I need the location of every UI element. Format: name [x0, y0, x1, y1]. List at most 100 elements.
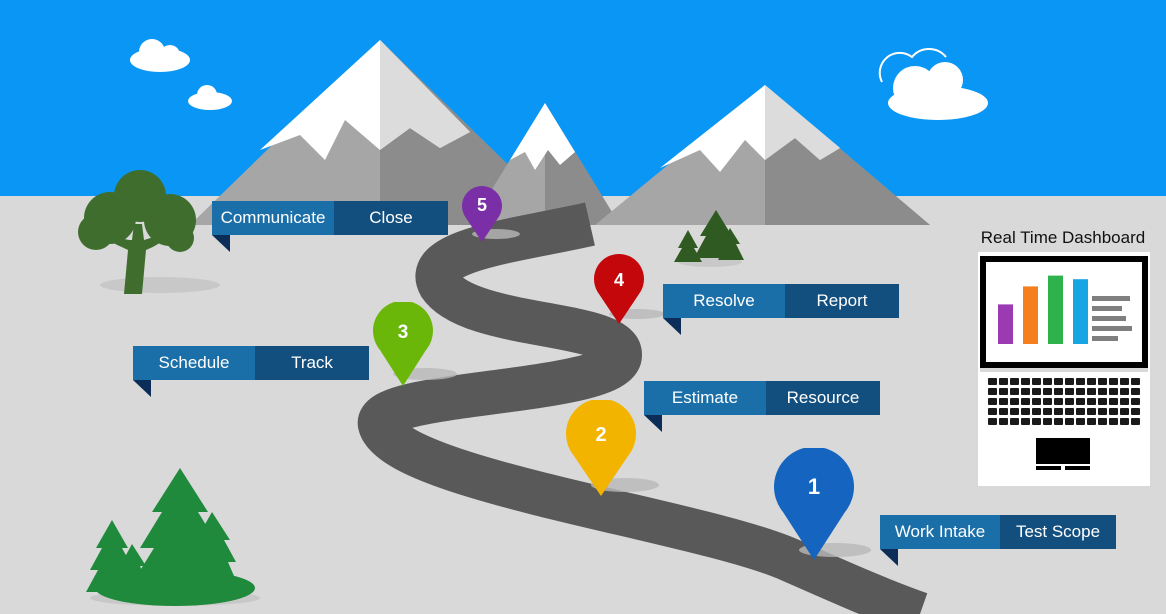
stage-3-left-label: Schedule — [133, 346, 255, 380]
keyboard-key — [1076, 418, 1085, 425]
keyboard-key — [1087, 418, 1096, 425]
stage-5-pin[interactable]: 5 — [461, 186, 503, 244]
dashboard-bar — [998, 304, 1013, 344]
map-pin-icon — [774, 448, 854, 560]
keyboard-key — [1021, 408, 1030, 415]
mountain-icon — [470, 103, 620, 225]
keyboard-key — [988, 378, 997, 385]
keyboard-key — [999, 388, 1008, 395]
keyboard-key — [1109, 388, 1118, 395]
keyboard-key — [999, 398, 1008, 405]
dashboard-title: Real Time Dashboard — [980, 228, 1146, 247]
keyboard-key — [1076, 408, 1085, 415]
keyboard-key — [1054, 418, 1063, 425]
dashboard-bar — [1048, 275, 1063, 344]
stage-1-number: 1 — [807, 474, 821, 499]
keyboard-key — [1131, 388, 1140, 395]
keyboard-key — [1120, 418, 1129, 425]
keyboard-key — [1087, 408, 1096, 415]
map-pin-icon — [373, 302, 433, 386]
stage-5-right-label: Close — [334, 201, 448, 235]
stage-1-pin[interactable]: 1 — [773, 448, 855, 562]
keyboard-key — [1087, 398, 1096, 405]
keyboard-key — [1065, 418, 1074, 425]
cloud-icon — [878, 47, 988, 120]
keyboard-key — [1032, 398, 1041, 405]
keyboard-key — [1076, 378, 1085, 385]
stage-1-banner: Work Intake Test Scope — [880, 515, 1116, 566]
banner-fold — [133, 380, 151, 397]
stage-2-number: 2 — [595, 424, 607, 446]
keyboard-key — [1032, 408, 1041, 415]
keyboard-key — [1010, 378, 1019, 385]
laptop-chart-icon — [980, 256, 1148, 470]
stage-4-pin[interactable]: 4 — [593, 254, 645, 326]
dashboard-bar — [1023, 286, 1038, 344]
keyboard-key — [1043, 418, 1052, 425]
keyboard-key — [1065, 408, 1074, 415]
keyboard-key — [1032, 378, 1041, 385]
stage-1-left-label: Work Intake — [880, 515, 1000, 549]
tree-icon — [78, 170, 220, 294]
keyboard-key — [1087, 388, 1096, 395]
keyboard-key — [1054, 398, 1063, 405]
keyboard-key — [1098, 378, 1107, 385]
keyboard-key — [1054, 408, 1063, 415]
keyboard-key — [988, 408, 997, 415]
banner-fold — [880, 549, 898, 566]
keyboard-key — [1131, 418, 1140, 425]
stage-3-banner: Schedule Track — [133, 346, 369, 397]
keyboard-key — [988, 418, 997, 425]
stage-2-left-label: Estimate — [644, 381, 766, 415]
banner-fold — [644, 415, 662, 432]
winding-road — [358, 202, 928, 614]
keyboard-key — [1131, 398, 1140, 405]
cloud-icon — [130, 39, 190, 72]
stage-2-banner: Estimate Resource — [644, 381, 880, 432]
keyboard-key — [1032, 388, 1041, 395]
stage-4-number: 4 — [613, 270, 624, 290]
keyboard-key — [1043, 378, 1052, 385]
keyboard-key — [1098, 408, 1107, 415]
keyboard-key — [1109, 378, 1118, 385]
stage-3-right-label: Track — [255, 346, 369, 380]
keyboard-key — [1098, 398, 1107, 405]
pine-forest-icon — [86, 468, 260, 606]
stage-2-pin[interactable]: 2 — [565, 400, 637, 498]
keyboard-key — [1054, 378, 1063, 385]
laptop-dashboard[interactable] — [978, 252, 1150, 486]
stage-4-right-label: Report — [785, 284, 899, 318]
stage-3-pin[interactable]: 3 — [372, 302, 434, 388]
keyboard-key — [1076, 388, 1085, 395]
banner-fold — [663, 318, 681, 335]
keyboard-key — [1098, 418, 1107, 425]
keyboard-key — [1109, 398, 1118, 405]
keyboard-key — [1120, 388, 1129, 395]
keyboard-key — [1131, 378, 1140, 385]
keyboard-key — [1010, 418, 1019, 425]
keyboard-key — [988, 388, 997, 395]
keyboard-key — [988, 398, 997, 405]
stage-2-right-label: Resource — [766, 381, 880, 415]
keyboard-key — [1120, 398, 1129, 405]
keyboard-key — [1087, 378, 1096, 385]
stage-1-right-label: Test Scope — [1000, 515, 1116, 549]
stage-3-number: 3 — [397, 322, 409, 343]
stage-4-left-label: Resolve — [663, 284, 785, 318]
keyboard-key — [1010, 408, 1019, 415]
mountain-icon — [595, 85, 930, 225]
dashboard-bar — [1073, 279, 1088, 344]
map-pin-icon — [566, 400, 636, 496]
keyboard-key — [1032, 418, 1041, 425]
map-pin-icon — [594, 254, 644, 324]
keyboard-key — [1043, 388, 1052, 395]
keyboard-key — [1065, 388, 1074, 395]
keyboard-key — [1065, 378, 1074, 385]
keyboard-key — [1131, 408, 1140, 415]
keyboard-key — [1120, 378, 1129, 385]
keyboard-key — [1021, 398, 1030, 405]
keyboard-key — [1010, 398, 1019, 405]
keyboard-key — [999, 418, 1008, 425]
keyboard-key — [1109, 408, 1118, 415]
